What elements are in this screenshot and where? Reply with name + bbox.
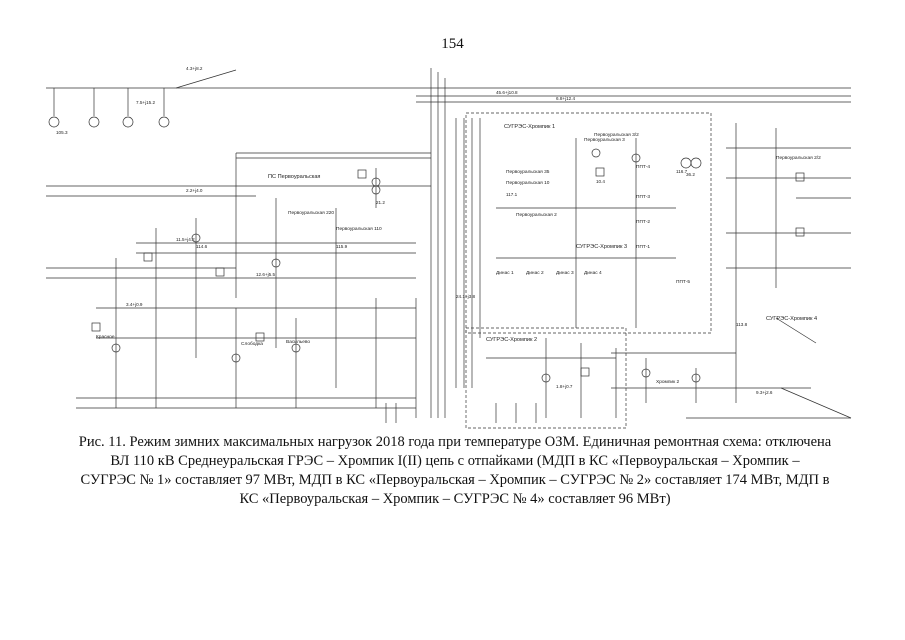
node-label: Васильево (286, 339, 310, 345)
flow-value: 2.2+j4.0 (186, 188, 203, 193)
station-label: СУГРЭС-Хромпик 2 (486, 337, 537, 343)
node-label: Хромпик 2 (656, 379, 680, 385)
node-label: Динас 3 (556, 270, 574, 276)
node-label: ППТ-1 (636, 244, 650, 250)
flow-value: 9.3+j2.6 (756, 390, 773, 395)
node-label: Слободка (241, 341, 263, 347)
node-label: Первоуральская 2/2 (776, 155, 821, 161)
station-label: СУГРЭС-Хромпик 4 (766, 316, 817, 322)
node-label: Первоуральская 10 (506, 180, 550, 186)
node-label: Динас 4 (584, 270, 602, 276)
electrical-network-diagram: ПС Первоуральская СУГРЭС-Хромпик 1 СУГРЭ… (36, 58, 866, 430)
caption-line: КС «Первоуральская – Хромпик – СУГРЭС № … (239, 491, 671, 507)
flow-value: 24.1+j3.8 (456, 294, 475, 299)
station-label: СУГРЭС-Хромпик 1 (504, 124, 555, 130)
node-label: Первоуральская 110 (336, 226, 382, 232)
flow-value: 12.6+j5.5 (256, 272, 275, 277)
caption-line: Рис. 11. Режим зимних максимальных нагру… (78, 434, 832, 450)
voltage-value: 117.1 (506, 192, 518, 197)
node-label: Красное (96, 334, 115, 340)
node-label: ППТ-4 (636, 164, 650, 170)
node-label: Динас 1 (496, 270, 514, 276)
voltage-value: 21.2 (376, 200, 385, 205)
node-label: ППТ-5 (676, 279, 690, 285)
flow-value: 11.5+j4.2 (176, 237, 195, 242)
node-label: Первоуральская 3 (584, 137, 625, 143)
node-label: Первоуральская 35 (506, 169, 550, 175)
voltage-value: 36.2 (686, 172, 695, 177)
node-label: Динас 2 (526, 270, 544, 276)
caption-line: СУГРЭС № 1» составляет 97 МВт, МДП в КС … (80, 472, 830, 488)
node-label: Первоуральская 2 (516, 212, 557, 218)
node-label: Первоуральская 3/2 (594, 132, 639, 138)
voltage-value: 113.8 (736, 322, 748, 327)
caption-line: ВЛ 110 кВ Среднеуральская ГРЭС – Хромпик… (110, 453, 800, 469)
flow-value: 7.5+j15.2 (136, 100, 155, 105)
flow-value: 4.3+j8.2 (186, 66, 203, 71)
voltage-value: 114.6 (196, 244, 208, 249)
voltage-value: 105.3 (56, 130, 68, 135)
node-label: Первоуральская 220 (288, 210, 334, 216)
figure-caption: Рис. 11. Режим зимних максимальных нагру… (50, 433, 860, 509)
flow-value: 3.4+j0.9 (126, 302, 143, 307)
voltage-value: 116.7 (676, 169, 688, 174)
voltage-value: 115.9 (336, 244, 348, 249)
node-label: ППТ-2 (636, 219, 650, 225)
station-label: ПС Первоуральская (268, 174, 320, 180)
flow-value: 45.6+j10.8 (496, 90, 518, 95)
station-label: СУГРЭС-Хромпик 3 (576, 244, 627, 250)
voltage-value: 10.4 (596, 179, 605, 184)
node-label: ППТ-3 (636, 194, 650, 200)
flow-value: 1.8+j0.7 (556, 384, 573, 389)
page-number: 154 (441, 36, 464, 52)
flow-value: 6.8+j12.4 (556, 96, 575, 101)
